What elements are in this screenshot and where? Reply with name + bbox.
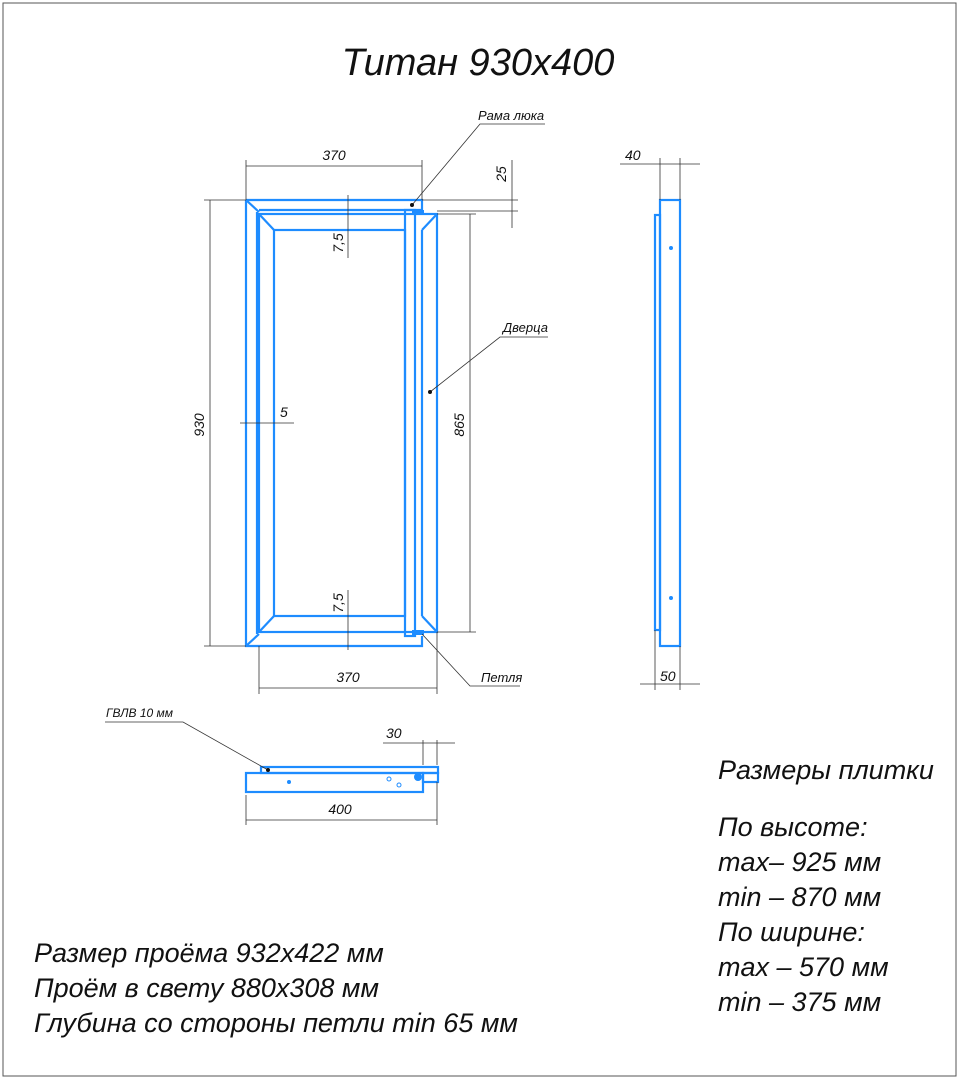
note-hinge-depth: Глубина со стороны петли min 65 мм — [34, 1008, 518, 1038]
note-opening-size: Размер проёма 932x422 мм — [34, 938, 384, 968]
front-dimensions: 370 930 865 25 7,5 7,5 5 370 Рама люка Д… — [191, 108, 548, 694]
tile-heading: Размеры плитки — [718, 755, 934, 785]
tile-width-max: max – 570 мм — [718, 952, 889, 982]
hatch-frame — [244, 198, 424, 648]
label-frame: Рама люка — [478, 108, 544, 123]
tile-sizes: Размеры плитки По высоте: max– 925 мм mi… — [718, 755, 934, 1017]
note-clear-opening: Проём в свету 880x308 мм — [34, 973, 379, 1003]
tile-height-min: min – 870 мм — [718, 882, 881, 912]
plan-view: 400 30 ГВЛВ 10 мм — [105, 706, 455, 825]
dim-gap-top: 7,5 — [330, 233, 346, 253]
label-door: Дверца — [501, 320, 548, 335]
dim-gap-left: 5 — [280, 404, 288, 420]
tile-height-max: max– 925 мм — [718, 847, 881, 877]
dim-offset-top: 25 — [493, 166, 509, 183]
hinge-bottom — [412, 630, 424, 635]
label-drywall: ГВЛВ 10 мм — [106, 706, 173, 720]
dim-door-height: 865 — [451, 413, 467, 437]
tile-width-label: По ширине: — [718, 917, 865, 947]
hinge-top — [412, 210, 424, 215]
drawing-title: Титан 930x400 — [342, 42, 615, 84]
door-chamfers — [258, 213, 438, 633]
dim-bottom-width: 370 — [336, 669, 360, 685]
dim-gap-bottom: 7,5 — [330, 593, 346, 613]
opening-notes: Размер проёма 932x422 мм Проём в свету 8… — [34, 938, 518, 1038]
dim-plan-offset: 30 — [386, 725, 402, 741]
dim-plan-width: 400 — [328, 801, 352, 817]
dim-top-width: 370 — [322, 147, 346, 163]
tile-width-min: min – 375 мм — [718, 987, 881, 1017]
dim-height-total: 930 — [191, 413, 207, 437]
label-hinge: Петля — [481, 670, 522, 685]
dim-side-top: 40 — [625, 147, 641, 163]
side-view: 40 50 — [620, 147, 700, 690]
hinge-strip — [403, 208, 417, 638]
dim-side-bottom: 50 — [660, 668, 676, 684]
tile-height-label: По высоте: — [718, 812, 868, 842]
